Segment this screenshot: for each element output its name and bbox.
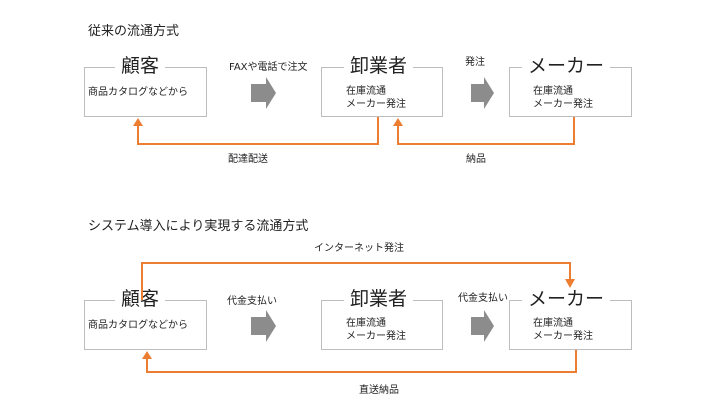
section-title-traditional: 従来の流通方式 [88,24,180,39]
order-method-label: FAXや電話で注文 [229,62,308,73]
internet-order-arrowhead [565,279,575,288]
section-title-new-system: システム導入により実現する流通方式 [88,219,309,234]
wholesaler-desc-2: 在庫流通 メーカー発注 [346,318,406,342]
delivery-arrowhead [133,118,143,126]
receipt-connector [397,117,575,145]
block-arrow-customer-to-wholesaler-2 [251,310,276,342]
block-arrow-customer-to-wholesaler [251,77,276,109]
customer-desc: 商品カタログなどから [88,87,188,98]
direct-delivery-connector [146,350,577,373]
maker-desc-2: 在庫流通 メーカー発注 [533,318,593,342]
wholesaler-title-2: 卸業者 [344,288,414,310]
delivery-label: 配達配送 [228,154,268,165]
delivery-connector [137,117,379,145]
maker-desc: 在庫流通 メーカー発注 [533,86,593,110]
direct-delivery-label: 直送納品 [359,385,399,396]
payment-label-2: 代金支払い [458,293,508,304]
order-label: 発注 [465,57,485,68]
payment-label-1: 代金支払い [227,296,277,307]
block-arrow-wholesaler-to-maker [471,77,494,109]
receipt-label: 納品 [466,154,486,165]
customer-title-2: 顧客 [115,288,166,310]
wholesaler-desc: 在庫流通 メーカー発注 [346,86,406,110]
wholesaler-title: 卸業者 [344,55,414,77]
customer-title: 顧客 [115,55,166,77]
maker-title: メーカー [522,55,611,77]
direct-delivery-arrowhead [142,351,152,359]
maker-title-2: メーカー [522,288,611,310]
block-arrow-wholesaler-to-maker-2 [471,310,494,342]
customer-box [84,67,207,117]
internet-order-connector [141,262,571,300]
receipt-arrowhead [393,118,403,126]
customer-desc-2: 商品カタログなどから [88,320,188,331]
internet-order-label: インターネット発注 [314,243,404,254]
